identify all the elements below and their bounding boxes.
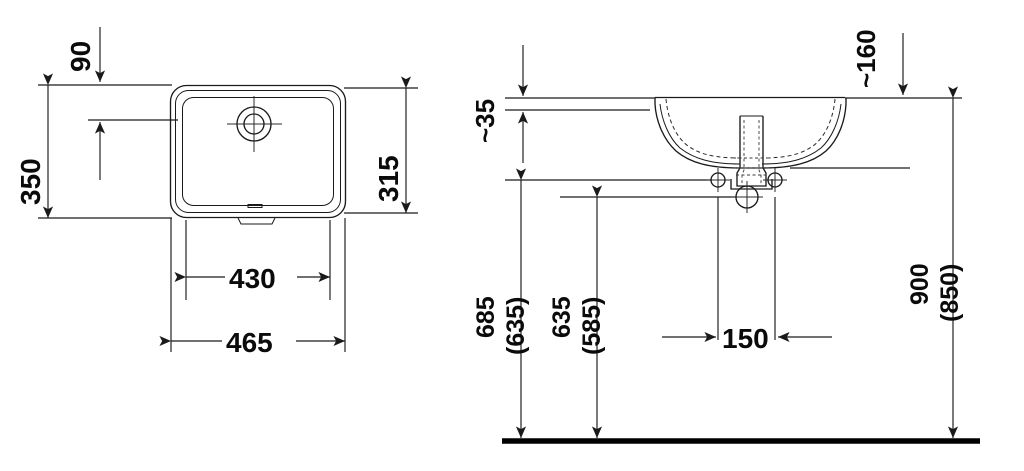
dimension-465-label: 465 xyxy=(226,327,273,358)
dimension-90-label: 90 xyxy=(65,41,96,72)
dimension-315: 315 xyxy=(373,76,412,213)
dimension-150-label: 150 xyxy=(722,323,769,354)
dimension-465: 465 xyxy=(159,322,345,358)
dimension-685-label: 685 xyxy=(472,296,500,338)
dimension-350: 350 xyxy=(15,73,54,218)
dimension-635-paren-label: (635) xyxy=(502,297,530,355)
waste-outlet-hole xyxy=(731,181,763,213)
tap-hole-left xyxy=(706,168,730,192)
dimension-35-label: ~35 xyxy=(470,99,500,143)
elevation-view-group: ~35 ~160 xyxy=(470,29,980,444)
dimension-35: ~35 xyxy=(470,45,529,163)
dimension-900-label: 900 xyxy=(906,263,934,305)
plan-drain-hole xyxy=(227,96,282,152)
dimension-150: 150 xyxy=(662,323,832,354)
dimension-585-paren-label: (585) xyxy=(578,297,606,355)
dimension-900: 900 (850) xyxy=(906,86,964,438)
plan-extension-lines xyxy=(38,84,418,352)
elevation-vertical-extensions xyxy=(717,197,776,340)
dimension-430-label: 430 xyxy=(229,263,276,294)
dimension-635-label: 635 xyxy=(548,296,576,338)
dimension-635: 635 (585) xyxy=(548,185,606,438)
dimension-160: ~160 xyxy=(851,29,909,95)
dimension-90: 90 xyxy=(65,27,106,82)
dimension-315-label: 315 xyxy=(373,155,404,202)
plan-view-group: 90 350 315 xyxy=(15,27,418,358)
dimension-685: 685 (635) xyxy=(472,168,530,438)
dimension-430: 430 xyxy=(174,258,330,294)
washbasin-plan-outline xyxy=(169,84,347,225)
dimension-160-label: ~160 xyxy=(851,29,881,88)
elevation-reference-lines xyxy=(505,97,962,198)
washbasin-elevation-outline xyxy=(654,96,847,190)
tap-hole-right xyxy=(763,168,787,192)
dimension-850-paren-label: (850) xyxy=(936,264,964,322)
dimension-350-label: 350 xyxy=(15,158,46,205)
